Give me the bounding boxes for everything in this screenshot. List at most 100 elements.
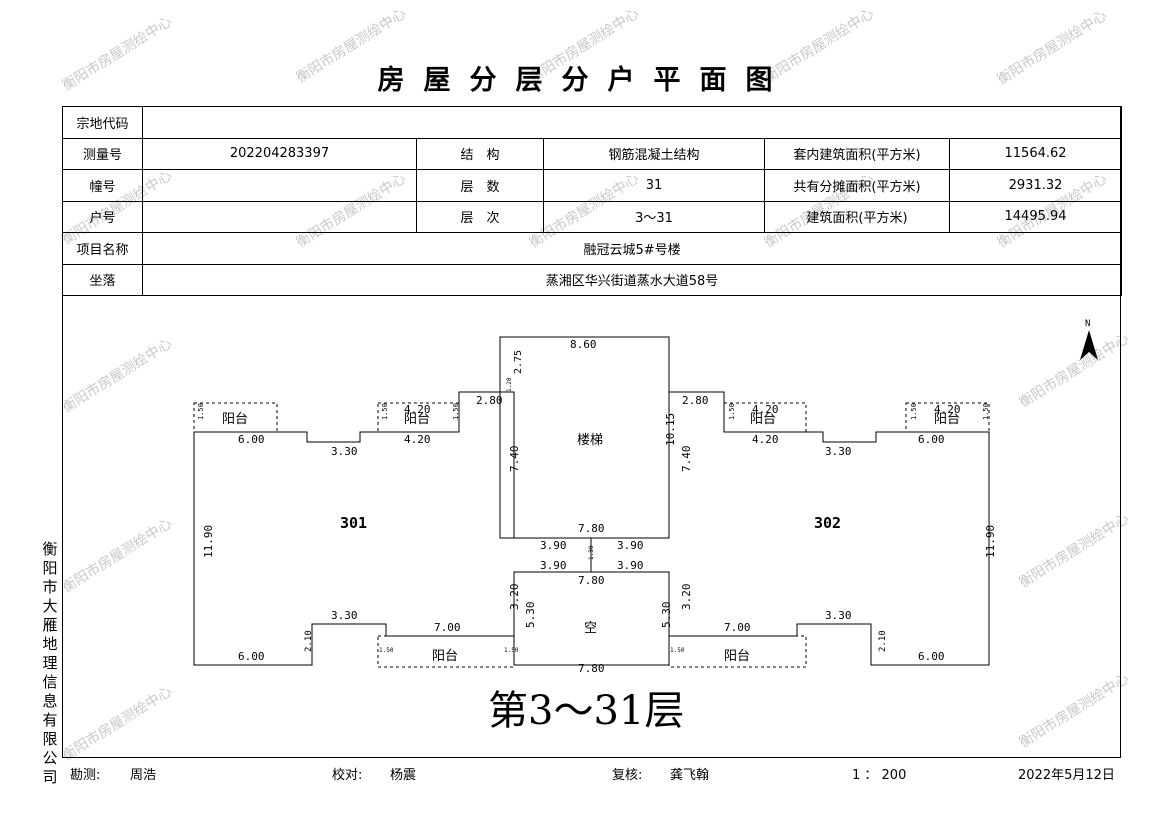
dim: 3.90 [617, 539, 644, 552]
dim: 1.50 [452, 403, 460, 420]
dim: 7.00 [434, 621, 461, 634]
company-char: 息 [42, 692, 58, 710]
dim: 3.20 [508, 584, 521, 611]
dim: 3.30 [331, 445, 358, 458]
dim: 3.20 [680, 584, 693, 611]
balcony-left-top-a [193, 402, 278, 433]
dim: 3.90 [540, 559, 567, 572]
unit-label-302: 302 [814, 514, 841, 532]
dim: 3.90 [540, 539, 567, 552]
company-char: 阳 [42, 559, 58, 577]
dim: 2.10 [878, 630, 888, 652]
shared-area-value: 2931.32 [948, 169, 1123, 202]
dim: 4.20 [934, 403, 961, 416]
company-char: 雁 [42, 616, 58, 634]
void-box [513, 571, 670, 666]
reviewer-label: 复核: [612, 768, 643, 783]
balcony-right-top-a [723, 402, 807, 433]
company-char: 地 [42, 635, 58, 653]
company-char: 有 [42, 711, 58, 729]
floor-caption: 第3～31层 [488, 688, 684, 734]
surveyor-label: 勘测: [70, 768, 101, 783]
unit-no-label: 户号 [62, 200, 143, 233]
dim: 1.50 [379, 647, 394, 654]
balcony-label: 阳台 [934, 412, 960, 427]
dim: 4.20 [404, 433, 431, 446]
stair-box [499, 336, 670, 539]
company-char: 大 [42, 597, 58, 615]
unit-label-301: 301 [340, 514, 367, 532]
dim: 2.75 [513, 350, 524, 374]
table-row: 幢号 层 数 31 共有分摊面积(平方米) 2931.32 [62, 169, 1123, 202]
void-label: 空 [584, 621, 597, 636]
balcony-label: 阳台 [724, 649, 750, 664]
dim: 6.00 [238, 650, 265, 663]
dim: 1.20 [506, 377, 513, 392]
dim: 4.20 [752, 433, 779, 446]
balcony-left-top-b [377, 402, 460, 433]
dim: 7.40 [508, 446, 521, 473]
checker-name: 杨震 [390, 768, 417, 783]
survey-no-label: 测量号 [62, 137, 143, 170]
company-char: 衡 [42, 540, 58, 558]
dim: 8.60 [570, 338, 597, 351]
dim: 1.50 [728, 403, 736, 420]
balcony-right-top-b [905, 402, 990, 433]
company-char: 司 [42, 768, 58, 786]
dim: 1.30 [588, 545, 595, 560]
dim: 5.30 [660, 602, 673, 629]
checker-label: 校对: [332, 768, 363, 783]
north-label: N [1085, 319, 1090, 329]
dim: 6.00 [918, 650, 945, 663]
building-no-label: 幢号 [62, 169, 143, 202]
project-value: 融冠云城5#号楼 [141, 232, 1123, 265]
dim: 7.80 [578, 574, 605, 587]
company-name-vertical: 衡 阳 市 大 雁 地 理 信 息 有 限 公 司 [40, 540, 60, 787]
table-row: 测量号 202204283397 结 构 钢筋混凝土结构 套内建筑面积(平方米)… [62, 137, 1123, 170]
dim: 1.50 [670, 647, 685, 654]
location-value: 蒸湘区华兴街道蒸水大道58号 [141, 263, 1123, 296]
table-row: 户号 层 次 3～31 建筑面积(平方米) 14495.94 [62, 200, 1123, 233]
balcony-right-bottom [668, 635, 807, 668]
dim: 1.50 [381, 403, 389, 420]
company-char: 限 [42, 730, 58, 748]
company-char: 市 [42, 578, 58, 596]
table-row: 坐落 蒸湘区华兴街道蒸水大道58号 [62, 263, 1123, 296]
surveyor-name: 周浩 [130, 768, 157, 783]
inner-area-value: 11564.62 [948, 137, 1123, 170]
inner-area-label: 套内建筑面积(平方米) [764, 137, 950, 170]
dim: 4.20 [404, 403, 431, 416]
stair-label: 楼梯 [577, 433, 603, 448]
building-no-value [142, 169, 417, 202]
company-char: 理 [42, 654, 58, 672]
dim: 10.15 [664, 413, 677, 446]
shared-area-label: 共有分摊面积(平方米) [764, 169, 950, 202]
dim: 7.80 [578, 522, 605, 535]
dim: 7.40 [680, 446, 693, 473]
balcony-label: 阳台 [404, 412, 430, 427]
dim: 1.50 [197, 403, 205, 420]
balcony-left-bottom [377, 635, 515, 668]
dim: 5.30 [524, 602, 537, 629]
balcony-label: 阳台 [750, 412, 776, 427]
table-row: 项目名称 融冠云城5#号楼 [62, 232, 1123, 265]
date-text: 2022年5月12日 [1018, 768, 1115, 783]
dim: 1.50 [504, 647, 519, 654]
dim: 11.90 [202, 525, 215, 558]
dim: 11.90 [984, 525, 997, 558]
company-char: 信 [42, 673, 58, 691]
floors-value: 31 [543, 169, 765, 202]
building-area-value: 14495.94 [948, 200, 1123, 233]
dim: 6.00 [238, 433, 265, 446]
dim: 7.00 [724, 621, 751, 634]
balcony-label: 阳台 [432, 649, 458, 664]
dim: 4.20 [752, 403, 779, 416]
info-table: 宗地代码 测量号 202204283397 结 构 钢筋混凝土结构 套内建筑面积… [62, 106, 1123, 296]
dim: 2.10 [304, 630, 314, 652]
scale-text: 1 ： 200 [852, 768, 907, 783]
dim: 2.80 [682, 394, 709, 407]
page-title: 房屋分层分户平面图 [377, 65, 792, 96]
company-char: 公 [42, 749, 58, 767]
north-arrow-icon: N [1080, 319, 1098, 360]
dim: 3.30 [331, 609, 358, 622]
